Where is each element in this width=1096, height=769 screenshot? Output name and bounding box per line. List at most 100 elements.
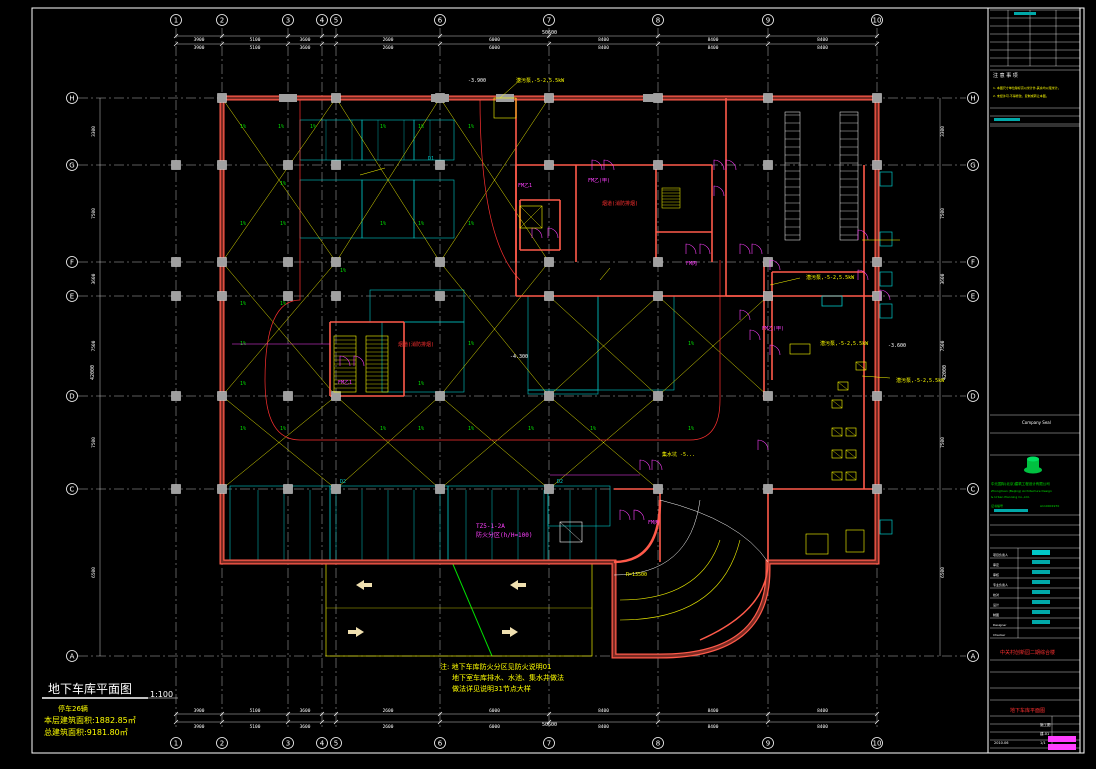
ramp-arrow [510, 580, 526, 590]
grid-bubble-label: F [971, 259, 975, 267]
dim-text: 6000 [489, 708, 500, 714]
slope-label: 1% [418, 221, 424, 227]
shaft-box [879, 171, 893, 187]
dim-tick [219, 41, 225, 47]
dim-text: 8400 [708, 45, 719, 51]
slope-line [439, 395, 550, 490]
column-wide [643, 94, 661, 102]
stair-outline [839, 111, 859, 241]
dim-tick [546, 711, 552, 717]
dim-text: 3900 [194, 724, 205, 730]
dim-text-right: 3300 [940, 126, 946, 137]
dim-tick [319, 33, 325, 39]
dim-text-right: 3600 [940, 273, 946, 284]
total-dim-left: 42000 [90, 365, 96, 380]
tb-field [994, 509, 1028, 512]
door-swing [739, 243, 751, 255]
grid-bubble [330, 737, 342, 749]
elevator-x [559, 521, 583, 543]
total-area: 总建筑面积:9181.80㎡ [44, 727, 128, 737]
grid-bubble-label: 6 [438, 17, 443, 25]
slope-label: 1% [418, 381, 424, 387]
d2-label-2: D2 [557, 479, 563, 485]
leader-line [861, 375, 891, 379]
column [171, 391, 181, 401]
dim-tick [655, 33, 661, 39]
tb-drawing-no: 建-01 [1040, 731, 1049, 736]
dim-tick [437, 719, 443, 725]
dim-tick [546, 41, 552, 47]
grid-bubble-label: 5 [334, 740, 338, 748]
column [763, 484, 773, 494]
drawing-title: 地下车库平面图 [48, 681, 132, 696]
tb-field [994, 118, 1020, 121]
dim-tick [219, 719, 225, 725]
grid-bubble-label: 8 [656, 17, 660, 25]
zone-label: TZ5-1-2A [476, 523, 505, 530]
grid-bubble [967, 92, 979, 104]
equipment-box [831, 427, 843, 437]
slope-label: 1% [240, 301, 246, 307]
tb-field [1032, 620, 1050, 624]
grid-bubble [652, 14, 664, 26]
pump-note-4: 潜污泵,-5-2,5.5kW [820, 340, 869, 347]
tb-notes-label: 注 意 事 项 [993, 72, 1018, 79]
column [217, 160, 227, 170]
grid-bubble-label: A [971, 653, 976, 661]
parking-bay [369, 289, 465, 323]
slope-line [548, 395, 659, 490]
grid-bubble [316, 737, 328, 749]
dim-text: 3900 [194, 45, 205, 51]
equipment-box [845, 427, 857, 437]
dim-tick [333, 33, 339, 39]
d1-label: D1 [428, 156, 434, 162]
dim-text: 8400 [817, 708, 828, 714]
dim-text-right: 7500 [940, 208, 946, 219]
grid-bubble-label: 10 [873, 17, 882, 25]
slope-label: 1% [280, 426, 286, 432]
dim-tick [437, 33, 443, 39]
dim-text-left: 7500 [91, 437, 97, 448]
dim-text: 3600 [300, 724, 311, 730]
dim-text-left: 3300 [91, 126, 97, 137]
d2-label-1: D2 [340, 479, 346, 485]
column [872, 391, 882, 401]
grid-bubble-label: E [70, 293, 74, 301]
shaft-label: 烟道(消防排烟) [602, 200, 638, 207]
tb-field [1032, 560, 1050, 564]
slope-line [221, 97, 337, 263]
dim-text-right: 7500 [940, 437, 946, 448]
equipment-x [831, 427, 843, 437]
column [872, 93, 882, 103]
column [653, 484, 663, 494]
dim-tick [874, 41, 880, 47]
tank-box [805, 533, 829, 555]
column [763, 391, 773, 401]
dim-text: 3900 [194, 708, 205, 714]
column-wide [279, 94, 297, 102]
dim-text: 6000 [489, 37, 500, 43]
dim-tick [874, 719, 880, 725]
grid-bubble-label: 10 [873, 740, 882, 748]
tb-field [1032, 610, 1050, 614]
grid-bubble-label: F [70, 259, 74, 267]
tb-role-label: Designer [993, 623, 1007, 627]
dim-tick [333, 711, 339, 717]
grid-bubble-label: D [970, 393, 975, 401]
door-swing [603, 159, 615, 171]
ramp-level: -3.900 [468, 78, 486, 84]
column [872, 257, 882, 267]
drain-curve [264, 98, 721, 441]
grid-bubble-label: 8 [656, 740, 660, 748]
shaft-label-2: 烟道(消防排烟) [398, 341, 434, 348]
column [544, 391, 554, 401]
column [544, 160, 554, 170]
door-swing [651, 459, 663, 471]
grid-bubble-label: 9 [766, 17, 770, 25]
parking-bay [299, 179, 363, 239]
grid-bubble [967, 483, 979, 495]
equipment-box [837, 381, 849, 391]
slope-label: 1% [528, 426, 534, 432]
dim-text: 8400 [598, 724, 609, 730]
